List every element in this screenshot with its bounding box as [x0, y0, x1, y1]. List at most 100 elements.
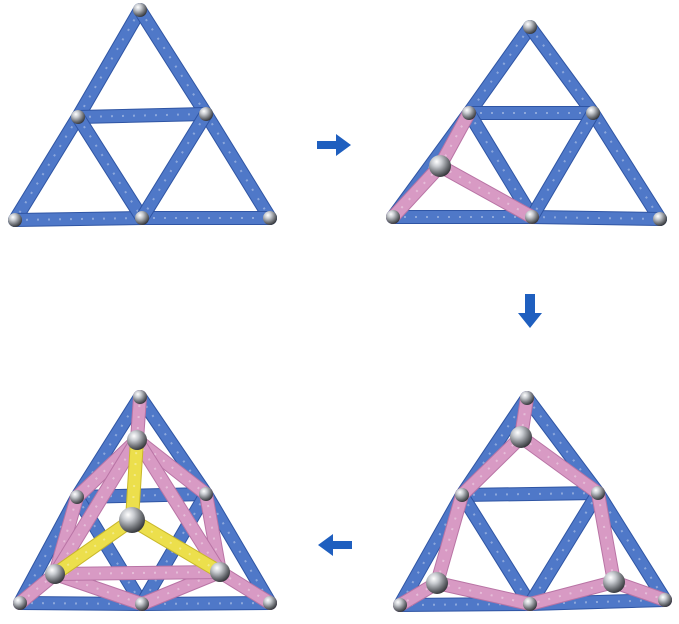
stick-body: [126, 434, 143, 526]
pink-stick: [386, 159, 447, 224]
stick-highlight: [392, 165, 441, 218]
stick-highlight: [613, 581, 666, 601]
stick-body: [456, 487, 604, 501]
stick-body: [463, 21, 536, 119]
blue-stick: [591, 486, 672, 607]
steel-ball: [135, 597, 149, 611]
stick-body: [592, 487, 671, 606]
stick-body: [526, 107, 599, 223]
blue-stick: [525, 210, 667, 226]
blue-stick: [455, 486, 605, 502]
stick-highlight: [531, 112, 594, 218]
stick-body: [456, 489, 536, 610]
steel-ball: [45, 564, 65, 584]
pink-stick: [523, 575, 621, 611]
stick-highlight: [529, 26, 594, 114]
steel-ball: [199, 487, 213, 501]
steel-ball: [429, 155, 451, 177]
blue-stick: [71, 107, 213, 124]
arrow-down-icon: [518, 294, 542, 328]
steel-ball: [13, 596, 27, 610]
stick-body: [72, 111, 148, 224]
stick-body: [463, 107, 538, 223]
steel-ball: [71, 110, 85, 124]
blue-stick: [133, 3, 213, 121]
stick-highlight: [54, 439, 138, 575]
stick-body: [431, 489, 468, 589]
steel-ball: [263, 596, 277, 610]
stick-body: [592, 487, 620, 588]
stick-body: [524, 576, 620, 610]
blue-stick: [71, 3, 147, 124]
steel-ball: [133, 3, 147, 17]
steel-ball: [386, 210, 400, 224]
steel-ball: [525, 210, 539, 224]
stick-highlight: [54, 496, 78, 575]
blue-stick: [135, 107, 213, 225]
steel-ball: [210, 562, 230, 582]
steel-ball: [135, 211, 149, 225]
blue-stick: [8, 110, 85, 227]
stick-highlight: [205, 493, 221, 573]
stick-body: [200, 488, 276, 609]
stick-body: [526, 211, 666, 225]
blue-stick: [135, 596, 277, 611]
steel-ball: [591, 486, 605, 500]
pink-stick: [591, 486, 621, 589]
stick-body: [524, 21, 599, 119]
blue-stick: [523, 20, 600, 120]
stick-body: [49, 514, 138, 580]
pink-stick: [48, 565, 227, 581]
steel-ball: [127, 430, 147, 450]
steel-ball: [586, 106, 600, 120]
stick-body: [49, 566, 226, 580]
pink-stick: [514, 430, 605, 500]
stick-highlight: [19, 496, 78, 604]
stick-highlight: [54, 519, 133, 575]
blue-stick: [199, 107, 277, 225]
blue-stick: [462, 106, 539, 224]
stick-highlight: [77, 116, 143, 219]
stick-highlight: [131, 439, 138, 521]
stick-body: [131, 434, 226, 578]
stick-body: [134, 4, 212, 120]
steel-ball: [520, 391, 534, 405]
steel-ball: [133, 390, 147, 404]
yellow-stick: [125, 513, 227, 579]
stick-body: [136, 597, 276, 610]
steel-ball: [8, 213, 22, 227]
steel-ball: [455, 488, 469, 502]
blue-stick: [462, 20, 537, 120]
pink-stick: [48, 433, 144, 581]
stick-body: [387, 160, 446, 223]
pink-stick: [433, 159, 539, 224]
stick-body: [72, 108, 212, 123]
stick-body: [126, 514, 226, 578]
blue-stick: [525, 106, 600, 224]
blue-stick: [8, 211, 149, 227]
steel-ball: [119, 507, 145, 533]
steel-ball: [199, 107, 213, 121]
stick-body: [431, 577, 536, 610]
stick-body: [9, 111, 84, 226]
stick-body: [136, 108, 212, 224]
blue-stick: [71, 110, 149, 225]
stick-highlight: [19, 573, 56, 604]
steel-ball: [426, 572, 448, 594]
stick-body: [515, 431, 604, 499]
sticks-layer: [8, 3, 672, 612]
stick-body: [524, 487, 604, 610]
stick-body: [456, 431, 527, 501]
arrow-right-icon: [317, 134, 351, 156]
pink-stick: [455, 430, 528, 502]
arrow-left-icon: [318, 534, 352, 556]
blue-stick: [455, 488, 537, 611]
pink-stick: [430, 576, 537, 611]
stick-body: [434, 160, 538, 223]
yellow-stick: [48, 513, 139, 581]
pink-stick: [430, 488, 469, 590]
stick-body: [72, 4, 146, 123]
arrows-layer: [317, 134, 542, 556]
steel-ball: [523, 20, 537, 34]
